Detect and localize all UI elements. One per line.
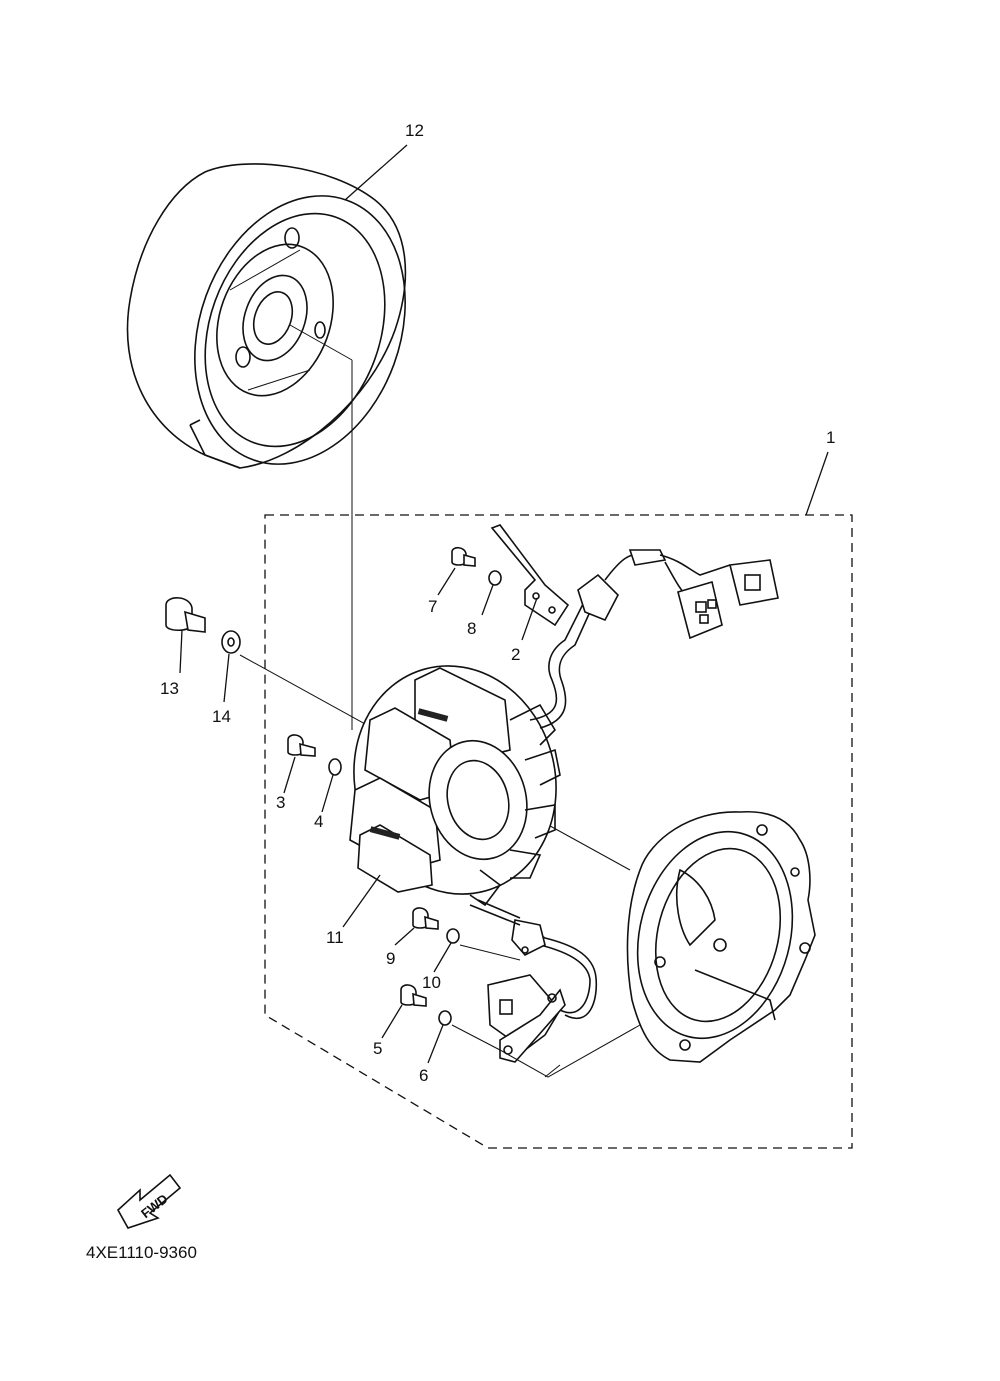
callout-4: 4 — [314, 812, 323, 831]
stator-coil — [349, 665, 561, 907]
callout-7: 7 — [428, 597, 437, 616]
callout-14: 14 — [212, 707, 231, 726]
washer-8 — [488, 570, 502, 586]
assembly-boundary — [264, 514, 853, 1149]
callout-6: 6 — [419, 1066, 428, 1085]
screw-5 — [400, 984, 427, 1007]
crankcase-cover — [626, 810, 816, 1063]
wire-clamp — [490, 524, 570, 627]
washer-14 — [221, 630, 241, 654]
wire-connectors — [577, 549, 779, 640]
washer-10 — [446, 928, 460, 944]
callout-5: 5 — [373, 1039, 382, 1058]
screw-3 — [287, 734, 316, 757]
fwd-arrow-icon: FWD — [116, 1173, 182, 1229]
washer-4 — [328, 758, 342, 776]
flywheel-rotor — [126, 163, 407, 469]
callout-1: 1 — [826, 428, 835, 447]
callout-9: 9 — [386, 949, 395, 968]
screw-7 — [451, 546, 476, 567]
part-number: 4XE1110-9360 — [86, 1243, 197, 1262]
stator-wire-outer — [539, 593, 599, 729]
bolt-13 — [165, 597, 206, 633]
washer-6 — [438, 1010, 452, 1026]
stator-wire — [529, 589, 591, 721]
callout-11: 11 — [326, 928, 344, 947]
leader-lines — [179, 144, 829, 1064]
callout-2: 2 — [511, 645, 520, 664]
callout-8: 8 — [467, 619, 476, 638]
screw-9 — [412, 907, 439, 930]
callout-3: 3 — [276, 793, 285, 812]
callout-13: 13 — [160, 679, 179, 698]
callout-12: 12 — [405, 121, 424, 140]
pickup-coil — [469, 899, 598, 1063]
callout-10: 10 — [422, 973, 441, 992]
alignment-line-rotor — [289, 324, 353, 361]
